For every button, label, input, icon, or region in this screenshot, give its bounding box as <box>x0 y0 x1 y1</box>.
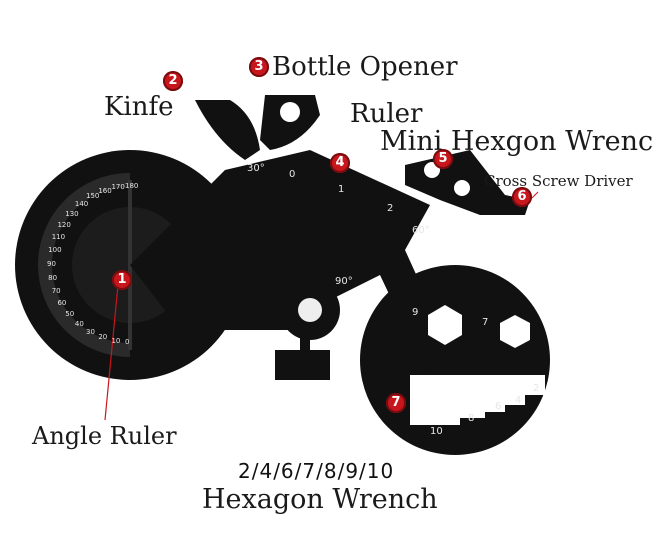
ruler-2-mark: 2 <box>387 203 394 214</box>
stepped-wrench <box>410 375 545 425</box>
badge-knife: 2 <box>163 71 183 91</box>
label-cross-screw-driver: Cross Screw Driver <box>484 172 633 190</box>
protractor-tick-label: 120 <box>57 221 71 229</box>
pointer-line-6 <box>531 191 539 199</box>
protractor-tick-label: 40 <box>74 319 84 328</box>
label-bottle-opener: Bottle Opener <box>272 52 458 82</box>
hex-9-mark: 9 <box>412 307 419 318</box>
angle-60-mark: 60° <box>412 225 430 236</box>
protractor-tick-label: 180 <box>125 182 139 190</box>
opener-hole <box>280 102 300 122</box>
pedal-arm <box>300 330 310 354</box>
protractor-tick-label: 60 <box>57 299 67 307</box>
hex-hole-7 <box>500 315 530 348</box>
badge-ruler: 4 <box>330 153 350 173</box>
wrench-size-2: 2 <box>533 383 540 394</box>
wrench-size-4: 4 <box>515 395 522 406</box>
protractor-tick-label: 150 <box>86 192 100 201</box>
protractor-ring <box>38 173 131 357</box>
wrench-size-8: 8 <box>468 413 475 424</box>
label-hex-wrench: Hexagon Wrench <box>202 484 438 515</box>
label-ruler: Ruler <box>350 99 423 129</box>
protractor-tick-label: 20 <box>98 333 108 342</box>
frame <box>130 150 455 370</box>
angle-30-mark: 30° <box>247 163 265 174</box>
crank-hole <box>298 298 322 322</box>
protractor-tick-label: 30 <box>86 327 95 336</box>
label-mini-hex-wrench: Mini Hexgon Wrench <box>380 126 654 157</box>
ruler-0-mark: 0 <box>289 169 296 180</box>
protractor-tick-label: 70 <box>51 286 61 295</box>
protractor-tick-label: 100 <box>48 246 62 255</box>
hex-hole-9 <box>428 305 462 345</box>
hex-sizes-list: 2/4/6/7/8/9/10 <box>238 459 395 483</box>
protractor-tick-label: 0 <box>125 338 130 346</box>
mini-hex-hole-2 <box>454 180 470 196</box>
bottle-opener <box>260 95 320 150</box>
protractor-tick-label: 10 <box>111 336 121 345</box>
protractor-tick-label: 80 <box>48 273 58 282</box>
badge-hex-wrench: 7 <box>386 393 406 413</box>
protractor-tick-label: 110 <box>51 233 66 242</box>
angle-90-mark: 90° <box>335 276 353 287</box>
label-knife: Kinfe <box>104 92 174 122</box>
protractor-tick-label: 50 <box>65 310 75 319</box>
pointer-line-1 <box>104 284 119 421</box>
hex-7-mark: 7 <box>482 317 489 328</box>
wrench-size-10: 10 <box>430 426 443 437</box>
protractor-tick-label: 140 <box>74 200 89 209</box>
badge-cross-screw-driver: 6 <box>512 187 532 207</box>
badge-bottle-opener: 3 <box>249 57 269 77</box>
pedal <box>275 350 330 380</box>
protractor-tick-label: 90 <box>47 260 56 268</box>
wrench-size-6: 6 <box>495 401 502 412</box>
protractor-tick-label: 170 <box>111 183 125 192</box>
protractor-tick-label: 130 <box>65 209 79 218</box>
badge-angle-ruler: 1 <box>112 270 132 290</box>
knife-blade <box>195 100 260 160</box>
ruler-1-mark: 1 <box>338 184 345 195</box>
badge-mini-hex-wrench: 5 <box>433 149 453 169</box>
protractor-tick-label: 160 <box>98 186 112 195</box>
label-angle-ruler: Angle Ruler <box>32 422 177 450</box>
